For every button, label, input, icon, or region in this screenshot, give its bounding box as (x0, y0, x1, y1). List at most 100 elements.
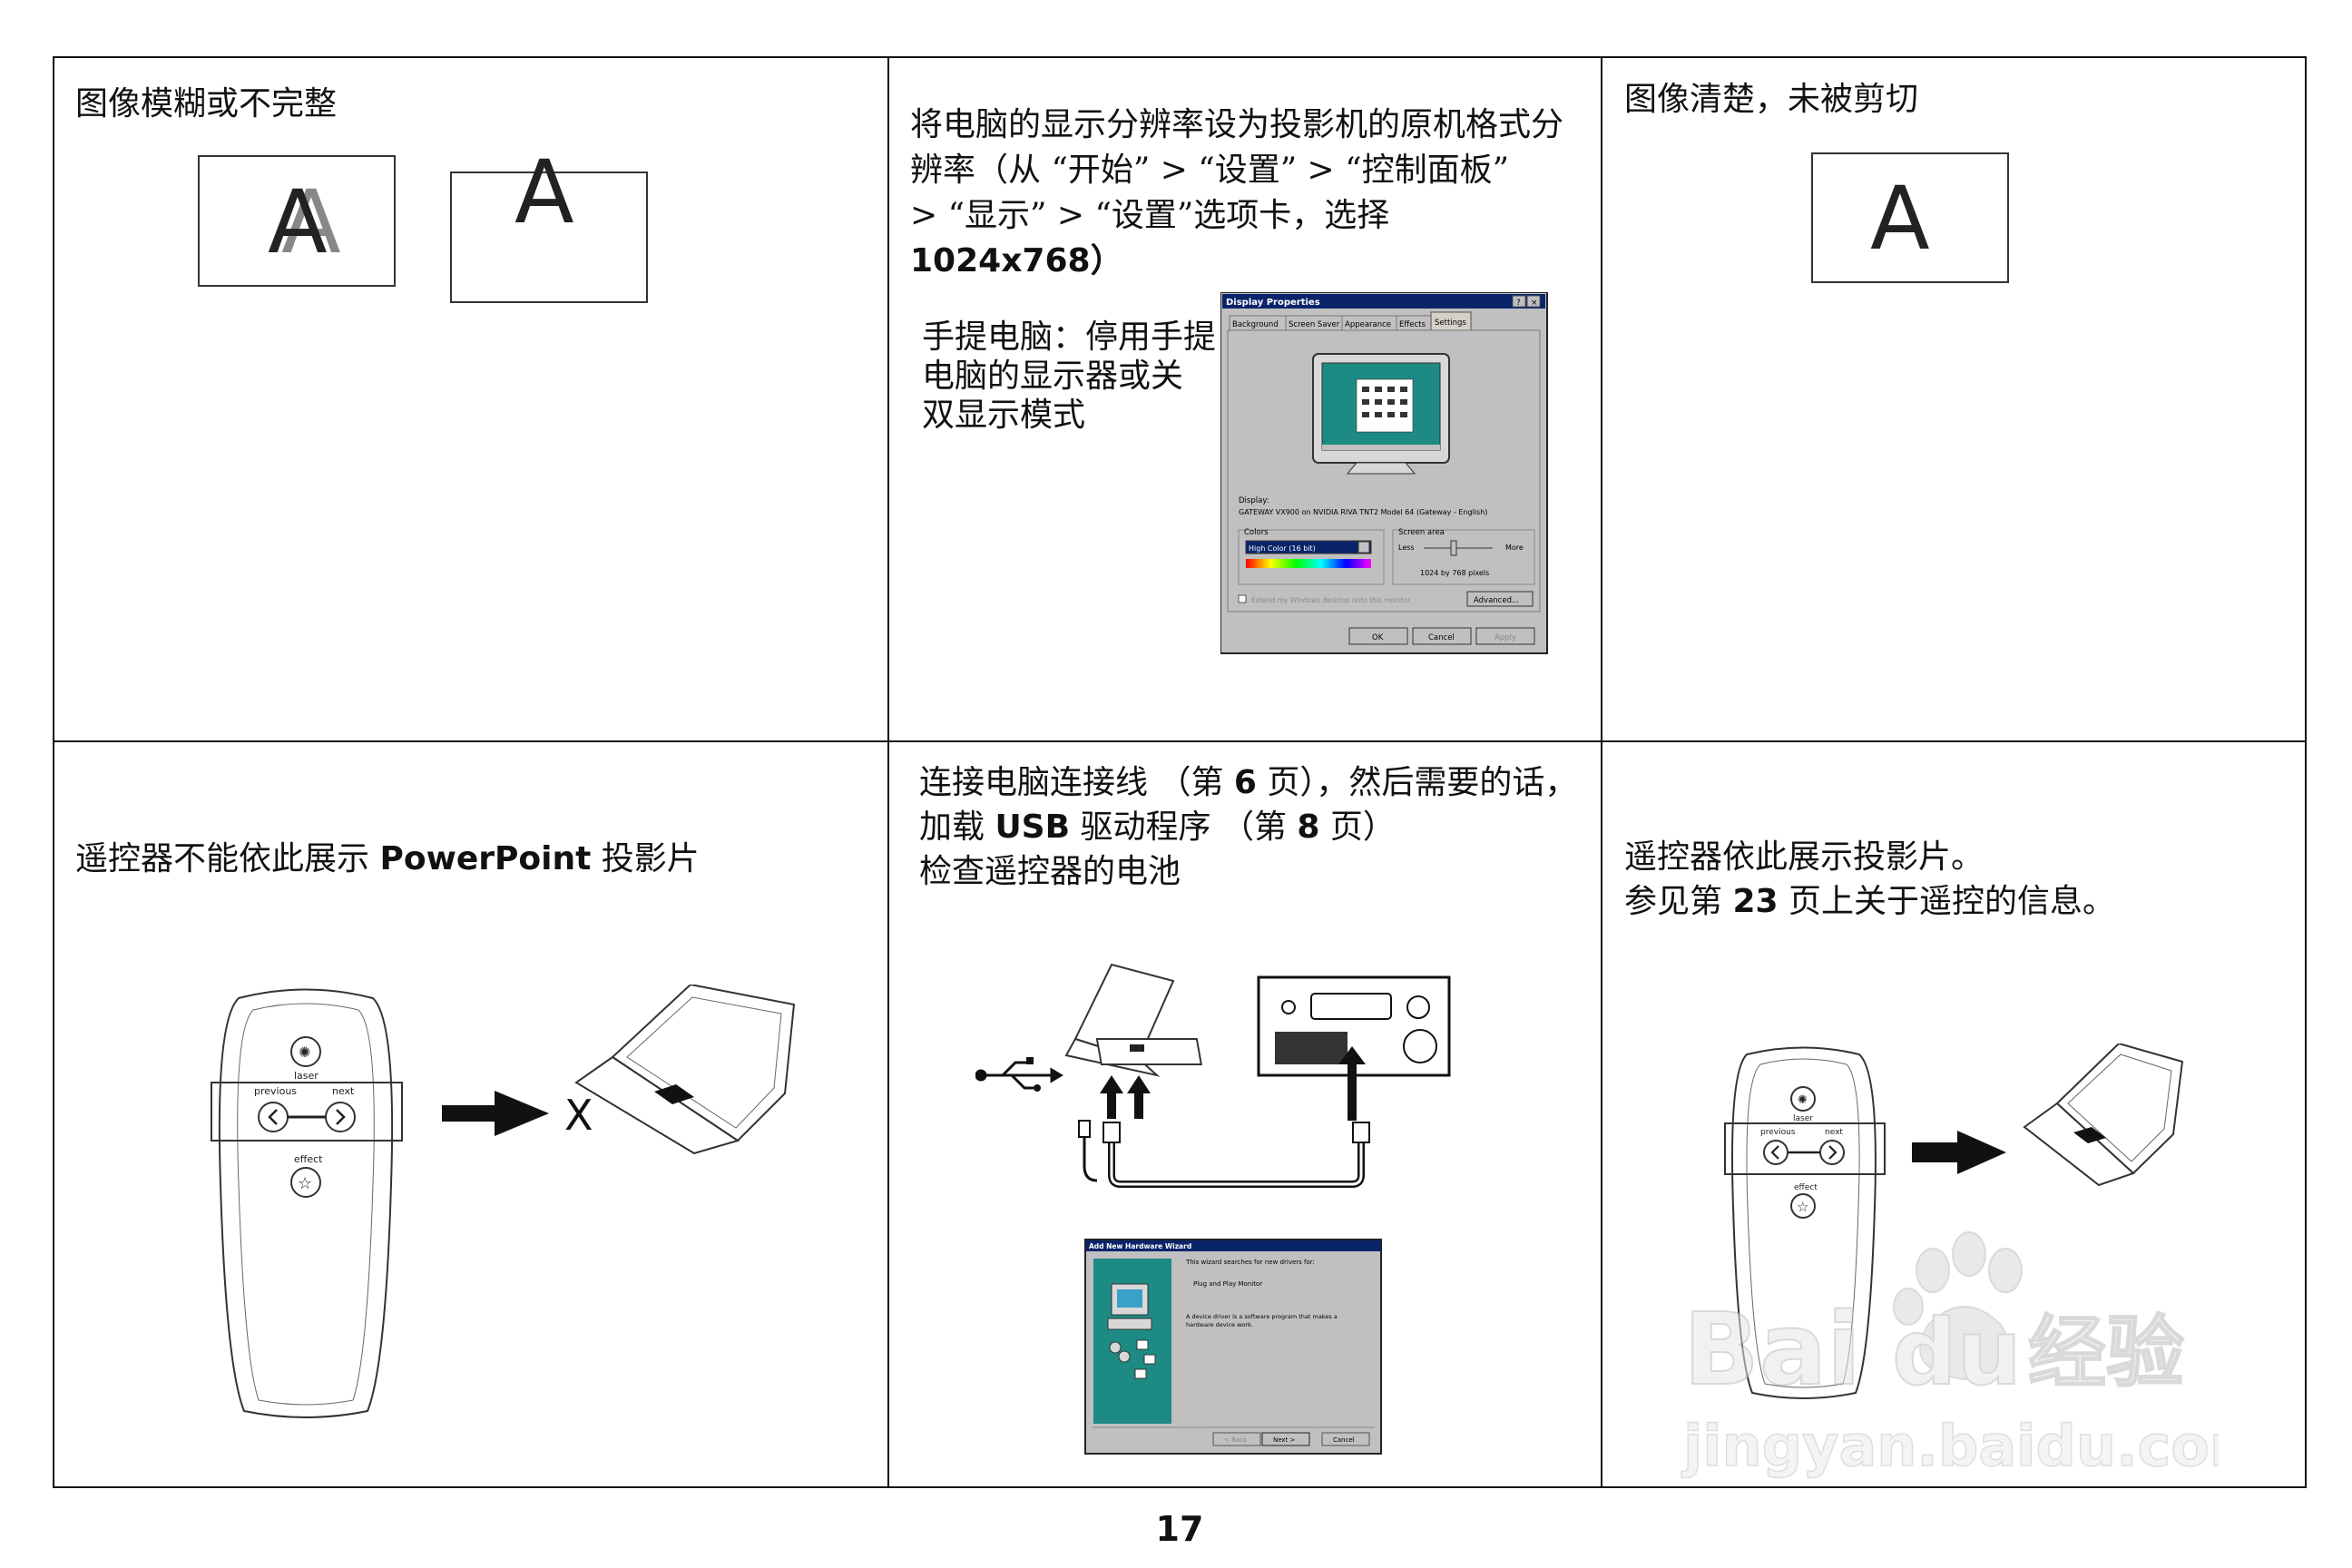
color-spectrum-bar (1246, 559, 1371, 568)
chevron-down-icon (1357, 541, 1370, 554)
help-icon: ? (1516, 299, 1521, 308)
dialog-titlebar (1222, 294, 1545, 309)
effect-label: effect (294, 1153, 323, 1165)
advanced-button-label: Advanced... (1474, 596, 1519, 605)
caption-text: 投影片 (591, 840, 700, 877)
wizard-title: Add New Hardware Wizard (1089, 1242, 1191, 1250)
page-number: 17 (1155, 1509, 1204, 1549)
wizard-cancel-label: Cancel (1333, 1436, 1355, 1444)
chevron-left-icon (268, 1109, 278, 1125)
arrow-up-icon (1127, 1075, 1151, 1119)
effect-button (290, 1167, 321, 1198)
row-divider (54, 740, 2305, 742)
column-divider (887, 58, 889, 1486)
laser-label: laser (294, 1070, 318, 1082)
more-label: More (1505, 544, 1524, 552)
highlight-box (1724, 1122, 1886, 1175)
resolution-value: 1024 by 768 pixels (1420, 569, 1489, 577)
resolution-slider-thumb[interactable] (1450, 540, 1457, 556)
next-button[interactable] (1261, 1432, 1310, 1446)
wizard-line: This wizard searches for new drivers for… (1185, 1259, 1315, 1266)
laser-icon: ✺ (1798, 1093, 1808, 1107)
caption-text: 遥控器不能依此展示 (75, 840, 380, 877)
ok-button[interactable] (1348, 627, 1408, 645)
laser-icon: ✺ (299, 1044, 310, 1061)
highlight-box (211, 1082, 403, 1142)
wizard-cancel-button[interactable] (1321, 1432, 1370, 1446)
laser-button (1790, 1086, 1816, 1112)
baidu-logo: Bai du 经验 jingyan.baidu.com (1680, 1231, 2269, 1480)
chevron-right-icon (336, 1109, 346, 1125)
previous-button (1763, 1140, 1788, 1165)
wizard-side-image (1093, 1259, 1171, 1424)
laptop-line: 双显示模式 (922, 397, 1086, 434)
instruction-line: 检查遥控器的电池 (919, 853, 1181, 890)
close-button (1526, 295, 1541, 308)
cable (1108, 1139, 1365, 1188)
cropped-frame (450, 172, 648, 303)
previous-label: previous (1760, 1128, 1796, 1137)
next-button-label: Next > (1273, 1436, 1296, 1444)
display-value: GATEWAY VX900 on NVIDIA RIVA TNT2 Model … (1239, 508, 1487, 516)
back-button[interactable] (1212, 1432, 1261, 1446)
remote-fail-illustration: ✺ laser previous next effect ☆ X (211, 985, 796, 1418)
remote-ok-illustration: ✺ laser previous next effect ☆ (1724, 1044, 2184, 1399)
laptop-line: 手提电脑：停用手提 (922, 318, 1217, 356)
previous-label: previous (254, 1085, 297, 1097)
tab-appearance-label: Appearance (1345, 320, 1391, 329)
arrow-up-icon (1100, 1075, 1123, 1119)
display-label: Display: (1239, 496, 1269, 505)
resolution-instructions: 将电脑的显示分辨率设为投影机的原机格式分 辨率（从 “开始” > “设置” > … (910, 103, 1563, 284)
caption-line: 遥控器依此展示投影片。 (1624, 838, 1984, 876)
effect-label: effect (1794, 1183, 1818, 1192)
cropped-glyph: A (514, 154, 574, 243)
blurry-glyph: A (268, 172, 328, 273)
arrow-right-icon (1912, 1131, 2006, 1174)
colors-label: Colors (1244, 528, 1269, 537)
arrow-up-icon (1338, 1046, 1366, 1121)
dialog-title: Display Properties (1226, 298, 1320, 308)
apply-button[interactable] (1475, 627, 1535, 645)
laser-button (290, 1036, 321, 1067)
next-label: next (1825, 1128, 1843, 1137)
cancel-button-label: Cancel (1428, 633, 1455, 642)
x-mark: X (564, 1091, 593, 1140)
clear-frame (1811, 152, 2009, 283)
blurry-glyph-shadow: A (281, 172, 341, 273)
watermark-brand-cn: 经验 (2028, 1308, 2184, 1398)
watermark-url: jingyan.baidu.com (1681, 1413, 2219, 1479)
colors-select[interactable] (1245, 540, 1372, 554)
wizard-line: A device driver is a software program th… (1186, 1313, 1338, 1320)
blurry-frame (198, 155, 396, 287)
column-divider (1601, 58, 1602, 1486)
arrow-right-icon (442, 1091, 549, 1136)
advanced-button[interactable] (1466, 591, 1534, 607)
next-button (325, 1102, 356, 1132)
previous-button (258, 1102, 289, 1132)
instruction-line: 加载 USB 驱动程序 （第 8 页） (919, 808, 1396, 846)
instruction-line: 辨率（从 “开始” > “设置” > “控制面板” (910, 152, 1509, 189)
close-icon: × (1531, 299, 1538, 308)
connection-instructions: 连接电脑连接线 （第 6 页），然后需要的话， 加载 USB 驱动程序 （第 8… (919, 760, 1577, 894)
instruction-line: > “显示” > “设置”选项卡，选择 (910, 197, 1390, 234)
tab-screen-saver-label: Screen Saver (1289, 320, 1340, 329)
touchpad-icon (2073, 1127, 2106, 1143)
back-button-label: < Back (1224, 1436, 1248, 1444)
monitor-stand (1346, 462, 1416, 475)
apply-button-label: Apply (1494, 633, 1516, 642)
instruction-line: 连接电脑连接线 （第 6 页），然后需要的话， (919, 764, 1578, 801)
clear-glyph: A (1870, 168, 1930, 270)
watermark-brand: Bai (1683, 1291, 1861, 1407)
star-icon: ☆ (298, 1174, 312, 1193)
next-label: next (332, 1085, 355, 1097)
cable-connection-diagram (975, 963, 1451, 1188)
usb-icon (975, 1061, 1063, 1090)
extend-label: Extend my Windows desktop onto this moni… (1251, 596, 1412, 604)
extend-checkbox[interactable] (1238, 594, 1247, 603)
effect-button (1790, 1193, 1816, 1219)
screen-area-group (1392, 529, 1535, 585)
watermark-brand2: du (1892, 1299, 2022, 1406)
baidu-watermark: Bai du 经验 jingyan.baidu.com (1674, 1216, 2269, 1488)
ok-button-label: OK (1372, 633, 1384, 642)
cancel-button[interactable] (1412, 627, 1472, 645)
